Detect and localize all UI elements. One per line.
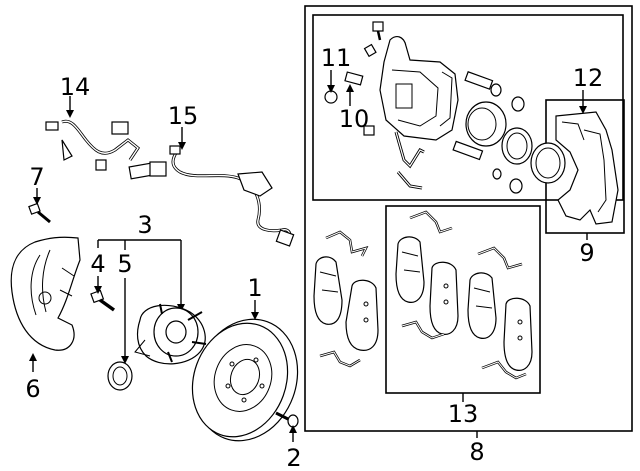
- pad-kit-clip-2: [477, 246, 523, 270]
- hub-seal: [107, 361, 133, 391]
- anti-rattle-spring: [394, 131, 425, 190]
- caliper-bolt-lower: [363, 125, 375, 136]
- pad-kit-pad-3: [467, 272, 497, 339]
- brake-pad-outer-left: [313, 256, 343, 325]
- callout-8: 8: [469, 438, 484, 466]
- pad-kit-clip-3: [401, 320, 445, 340]
- callout-7: 7: [29, 163, 44, 191]
- guide-pin-upper: [464, 71, 525, 112]
- pad-kit-pad-2: [429, 261, 459, 335]
- dust-shield: [10, 236, 81, 351]
- caliper-assembly-box: [304, 5, 633, 432]
- callout-5: 5: [117, 250, 132, 278]
- callout-4: 4: [90, 250, 105, 278]
- dust-boot: [530, 142, 566, 184]
- bolt-7: [28, 202, 51, 224]
- piston-seal: [501, 127, 533, 165]
- callout-10: 10: [339, 105, 370, 133]
- pad-kit-clip-4: [481, 360, 527, 380]
- callout-1: 1: [247, 274, 262, 302]
- callout-13: 13: [448, 400, 479, 428]
- caliper-mounting-bracket: [555, 111, 619, 225]
- callout-6: 6: [25, 375, 40, 403]
- bleeder-cap: [324, 90, 338, 104]
- callout-9: 9: [579, 239, 594, 267]
- pad-kit-clip-1: [409, 210, 453, 234]
- caliper-bolt-top: [372, 21, 384, 41]
- caliper-body: [379, 36, 459, 141]
- bolt-4: [90, 289, 116, 312]
- brake-pad-outer-right: [345, 279, 379, 351]
- pad-kit-pad-4: [503, 297, 533, 371]
- caliper-piston: [465, 101, 507, 147]
- wheel-hub: [134, 303, 207, 365]
- callout-14: 14: [60, 73, 91, 101]
- guide-pin-lower: [452, 140, 523, 194]
- pad-clip-upper: [325, 230, 369, 257]
- callout-15: 15: [168, 102, 199, 130]
- caliper-subassembly-box: [312, 14, 624, 201]
- brake-rotor: [191, 318, 299, 442]
- pad-kit-pad-1: [395, 236, 425, 303]
- rotor-screw: [275, 411, 299, 428]
- bleeder-screw: [344, 71, 364, 86]
- callout-11: 11: [321, 44, 352, 72]
- callout-12: 12: [573, 64, 604, 92]
- pad-clip-lower: [319, 350, 361, 368]
- abs-sensor: [128, 145, 295, 247]
- callout-3: 3: [137, 211, 152, 239]
- callout-2: 2: [286, 444, 301, 471]
- harness-bracket: [45, 119, 141, 171]
- caliper-bleeder: [363, 43, 377, 58]
